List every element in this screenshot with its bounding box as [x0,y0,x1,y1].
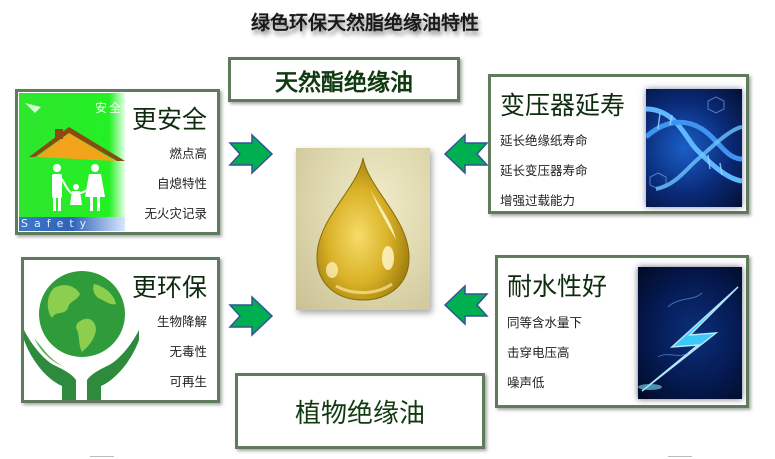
safety-card: 安全 Safety 更安全 燃点高 自熄特性 无火灾记录 [15,89,220,235]
oil-drop-image [296,148,430,310]
globe-hands-icon [24,271,139,400]
eco-card: 更环保 生物降解 无毒性 可再生 [21,257,220,403]
lightning-bolt-icon [638,286,739,392]
house-family-icon [25,103,125,211]
eco-items: 生物降解 无毒性 可再生 [157,307,207,397]
vegetable-oil-label: 植物绝缘油 [294,398,425,429]
dna-helix-icon [646,96,742,191]
water-title: 耐水性好 [507,272,608,301]
safety-title: 更安全 [131,105,207,134]
diagram-title: 绿色环保天然脂绝缘油特性 [250,12,479,34]
corner-mark-right [668,456,692,457]
eco-image [24,260,139,400]
water-item: 噪声低 [507,375,545,390]
safety-item: 无火灾记录 [144,206,207,221]
vegetable-oil-label-box: 植物绝缘油 [235,373,485,449]
eco-item: 生物降解 [156,314,207,329]
transformer-item: 延长变压器寿命 [500,163,588,178]
safety-item: 燃点高 [169,146,207,161]
transformer-item: 延长绝缘纸寿命 [500,133,588,148]
oil-drop-icon [316,157,410,301]
safety-image-banner: Safety [19,217,125,231]
arrow-right-bottom-icon [228,295,274,337]
water-items: 同等含水量下 击穿电压高 噪声低 [507,308,582,398]
dna-image [646,89,742,207]
natural-ester-label: 天然酯绝缘油 [275,69,413,96]
lightning-image [638,267,742,399]
arrow-left-top-icon [443,133,489,175]
arrow-right-top-icon [228,133,274,175]
water-card: 耐水性好 同等含水量下 击穿电压高 噪声低 [495,255,749,408]
eco-item: 无毒性 [169,344,207,359]
safety-item: 自熄特性 [156,176,207,191]
safety-image: 安全 Safety [19,93,125,231]
safety-image-text-top: 安全 [94,101,123,115]
safety-items: 燃点高 自熄特性 无火灾记录 [144,139,207,229]
natural-ester-label-box: 天然酯绝缘油 [228,57,460,102]
eco-item: 可再生 [169,374,207,389]
corner-mark-left [90,456,114,457]
eco-title: 更环保 [131,273,207,302]
transformer-title: 变压器延寿 [500,91,626,120]
safety-image-text-bottom: Safety [21,217,93,230]
water-item: 同等含水量下 [507,315,583,330]
transformer-item: 增强过载能力 [500,193,576,208]
transformer-card: 变压器延寿 延长绝缘纸寿命 延长变压器寿命 增强过载能力 [488,74,749,214]
arrow-left-bottom-icon [443,284,489,326]
water-item: 击穿电压高 [507,345,570,360]
transformer-items: 延长绝缘纸寿命 延长变压器寿命 增强过载能力 [500,126,588,216]
